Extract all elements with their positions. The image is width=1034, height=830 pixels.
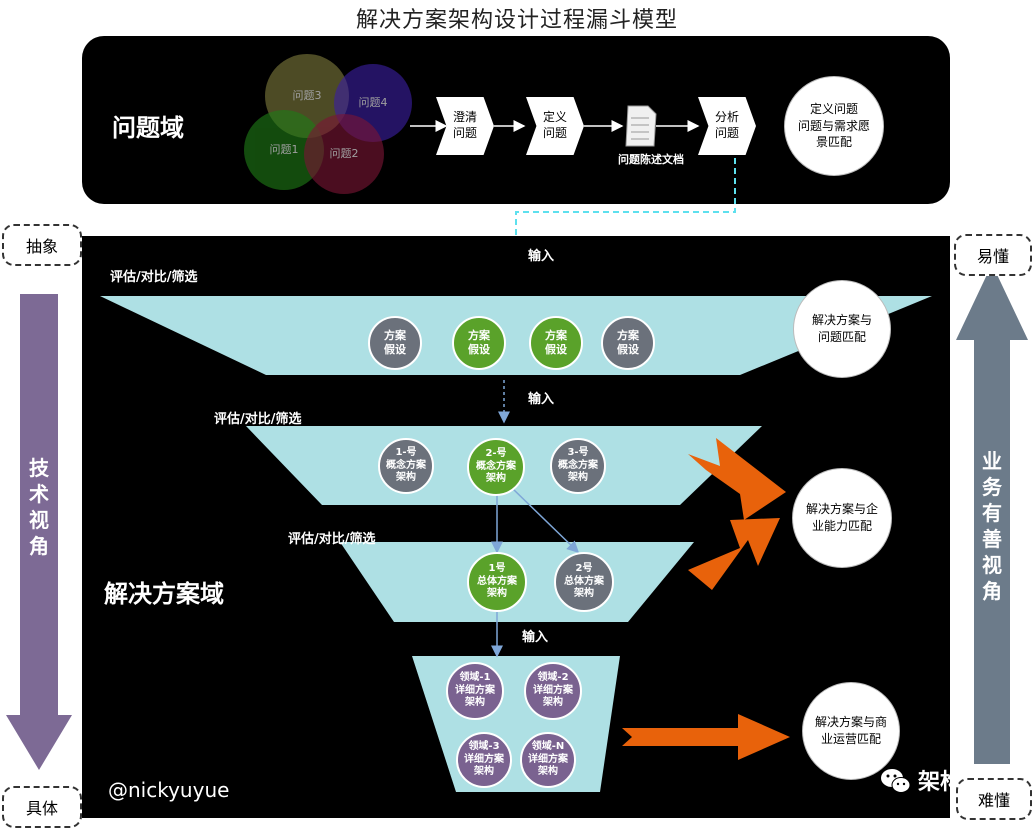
venn-label: 问题4 xyxy=(358,96,388,110)
left-axis-label: 技 术 视 角 xyxy=(29,456,49,558)
hypothesis-node: 方案 假设 xyxy=(452,316,506,370)
credit-text: @nickyuyue xyxy=(108,778,230,802)
venn-label: 问题3 xyxy=(292,89,322,103)
detail-arch-node: 领域-1 详细方案 架构 xyxy=(446,662,504,720)
orange-arrow xyxy=(688,518,780,590)
problem-match-circle: 定义问题 问题与需求愿 景匹配 xyxy=(784,76,884,176)
evaluate-label-1: 评估/对比/筛选 xyxy=(110,270,198,285)
concept-arch-node: 2-号 概念方案 架构 xyxy=(467,438,525,496)
connector-arrow xyxy=(511,487,580,554)
input-label-2: 输入 xyxy=(528,392,555,407)
page-title: 解决方案架构设计过程漏斗模型 xyxy=(355,8,678,33)
hypothesis-node: 方案 假设 xyxy=(368,316,422,370)
concept-arch-node: 1-号 概念方案 架构 xyxy=(378,438,434,494)
funnel-stage-1 xyxy=(100,296,932,375)
left-bottom-tag: 具体 xyxy=(2,786,82,828)
step-define: 定义 问题 xyxy=(526,97,584,155)
venn-label: 问题1 xyxy=(269,143,299,157)
right-bottom-tag: 难懂 xyxy=(956,778,1032,820)
detail-arch-node: 领域-2 详细方案 架构 xyxy=(524,662,582,720)
concept-arch-node: 3-号 概念方案 架构 xyxy=(550,438,606,494)
right-axis-arrow xyxy=(956,264,1028,764)
detail-arch-node: 领域-3 详细方案 架构 xyxy=(456,732,512,788)
right-top-tag: 易懂 xyxy=(954,234,1032,276)
funnel-stage-4 xyxy=(412,656,620,792)
orange-arrow xyxy=(688,438,786,520)
venn-circle-problem2: 问题2 xyxy=(304,114,384,194)
match-capability-circle: 解决方案与企 业能力匹配 xyxy=(792,468,892,568)
input-label-3: 输入 xyxy=(522,630,549,645)
problem-domain-label: 问题域 xyxy=(112,114,184,142)
match-operation-circle: 解决方案与商 业运营匹配 xyxy=(802,682,900,780)
venn-label: 问题2 xyxy=(329,147,359,161)
evaluate-label-2: 评估/对比/筛选 xyxy=(214,412,302,427)
right-axis-label: 业 务 有 善 视 角 xyxy=(982,449,1002,603)
left-top-tag: 抽象 xyxy=(2,224,82,266)
document-icon xyxy=(625,105,657,147)
match-problem-circle: 解决方案与 问题匹配 xyxy=(793,280,891,378)
solution-domain-label: 解决方案域 xyxy=(104,580,224,608)
doc-label: 问题陈述文档 xyxy=(618,153,684,166)
hypothesis-node: 方案 假设 xyxy=(529,316,583,370)
wechat-icon xyxy=(880,766,911,796)
overall-arch-node: 1号 总体方案 架构 xyxy=(467,552,527,612)
evaluate-label-3: 评估/对比/筛选 xyxy=(288,532,376,547)
left-axis-arrow xyxy=(6,294,72,770)
overall-arch-node: 2号 总体方案 架构 xyxy=(554,552,614,612)
detail-arch-node: 领域-N 详细方案 架构 xyxy=(520,732,576,788)
input-label-1: 输入 xyxy=(528,249,555,264)
hypothesis-node: 方案 假设 xyxy=(601,316,655,370)
orange-arrow xyxy=(622,714,790,760)
